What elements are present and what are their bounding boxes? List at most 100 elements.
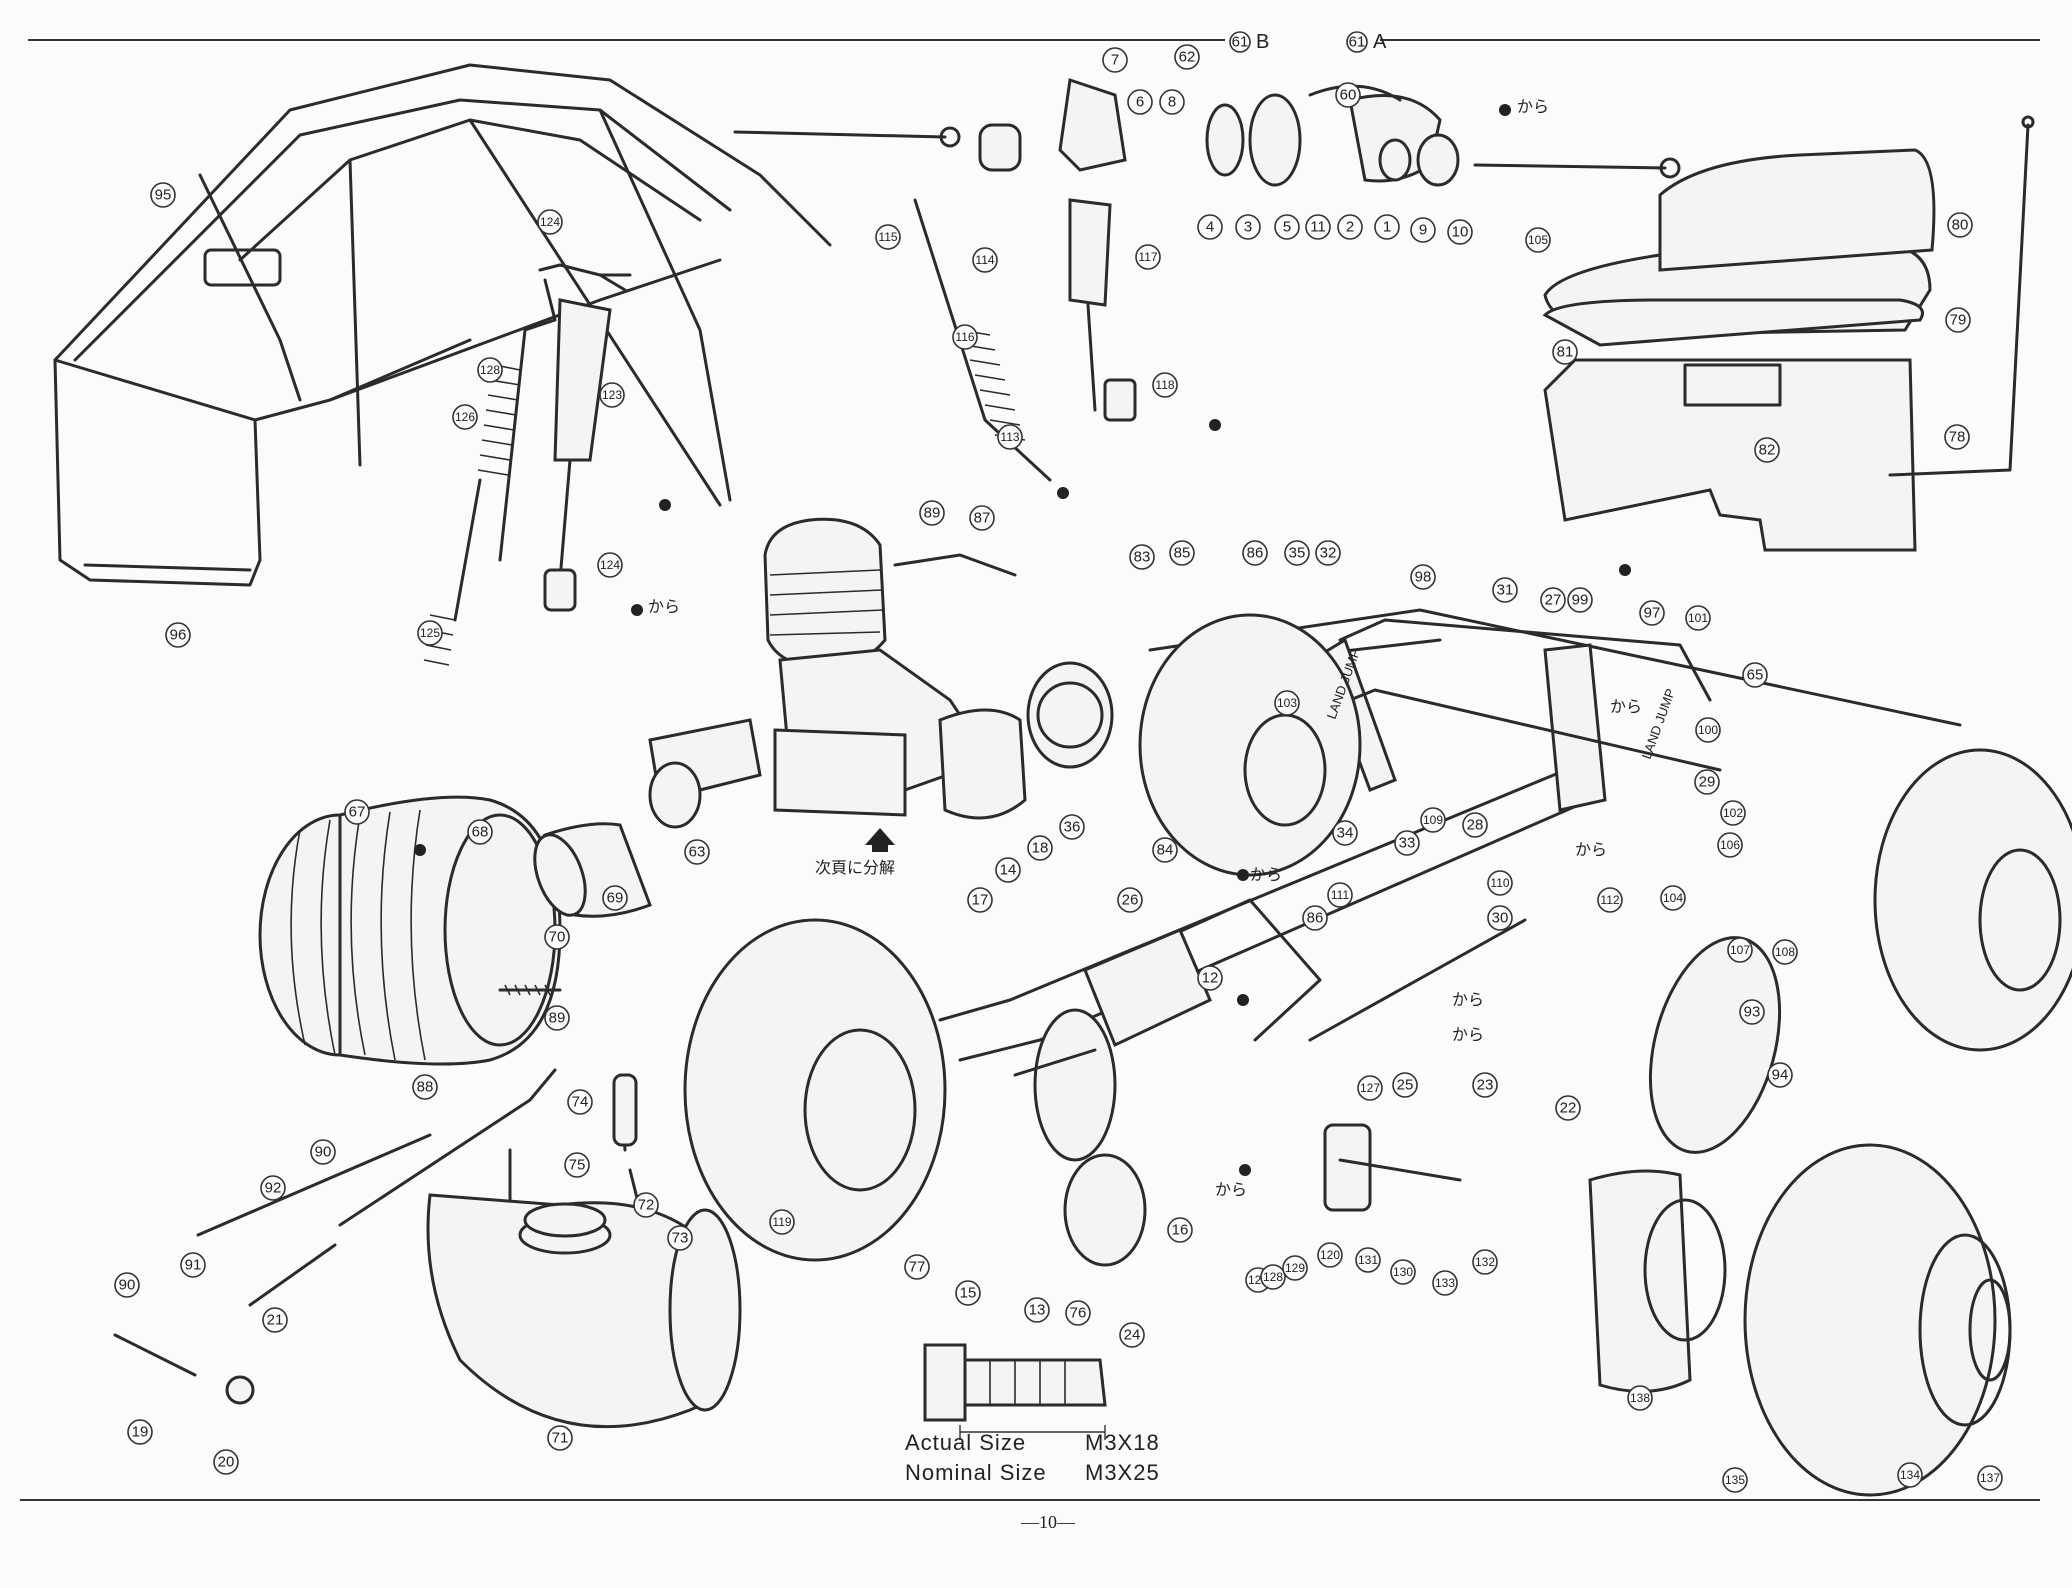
callout-number: 120: [1320, 1248, 1340, 1262]
callout-25: 25: [1392, 1072, 1418, 1098]
callout-130: 130: [1390, 1259, 1416, 1285]
callout-90b: 90: [114, 1272, 140, 1298]
callout-27: 27: [1540, 587, 1566, 613]
callout-circle: [1447, 219, 1473, 245]
callout-circle: [567, 1089, 593, 1115]
callout-number: 6: [1136, 94, 1144, 111]
callout-22: 22: [1555, 1095, 1581, 1121]
callout-circle: [1332, 820, 1358, 846]
callout-circle: [1274, 690, 1300, 716]
callout-number: 93: [1744, 1004, 1761, 1021]
callout-114: 114: [972, 247, 998, 273]
callout-number: 130: [1393, 1265, 1413, 1279]
callout-71: 71: [547, 1425, 573, 1451]
callout-108: 108: [1772, 939, 1798, 965]
callout-9: 9: [1410, 217, 1436, 243]
from-note-a: から: [1517, 99, 1549, 116]
callout-circle: [1065, 1300, 1091, 1326]
callout-93: 93: [1739, 999, 1765, 1025]
page-number: —10—: [1021, 1512, 1075, 1532]
callout-circle: [1127, 89, 1153, 115]
callout-circle: [1727, 937, 1753, 963]
callout-circle: [180, 1252, 206, 1278]
fuel-tank: [426, 1073, 742, 1429]
callout-circle: [260, 1175, 286, 1201]
callout-number: 114: [975, 253, 994, 267]
callout-131: 131: [1355, 1247, 1381, 1273]
callout-number: 85: [1174, 545, 1191, 562]
callout-circle: [1462, 812, 1488, 838]
callout-number: 78: [1949, 429, 1966, 446]
svg-text:B: B: [1256, 31, 1269, 53]
callout-number: 138: [1630, 1391, 1650, 1405]
callout-number: 137: [1980, 1471, 2000, 1485]
callout-number: 23: [1477, 1077, 1494, 1094]
callout-103: 103: [1274, 690, 1300, 716]
callout-number: 28: [1467, 817, 1484, 834]
callout-123: 123: [599, 382, 625, 408]
air-filter: [258, 795, 562, 1066]
callout-number: 21: [267, 1312, 284, 1329]
callout-circle: [633, 1192, 659, 1218]
callout-number: 2: [1346, 219, 1354, 236]
callout-32: 32: [1315, 540, 1341, 566]
callout-circle: [1410, 217, 1436, 243]
callout-circle: [1767, 1062, 1793, 1088]
callout-circle: [667, 1225, 693, 1251]
callout-number: 14: [1000, 862, 1017, 879]
callout-number: 26: [1122, 892, 1139, 909]
callout-circle: [1660, 885, 1686, 911]
callout-number: 102: [1723, 806, 1743, 820]
callout-circle: [564, 1152, 590, 1178]
callout-79: 79: [1945, 307, 1971, 333]
callout-number: 133: [1435, 1276, 1455, 1290]
marker-a: 61 A: [1346, 31, 1387, 53]
callout-10: 10: [1447, 219, 1473, 245]
callout-circle: [344, 799, 370, 825]
callout-number: 103: [1277, 696, 1297, 710]
callout-circle: [952, 324, 978, 350]
callout-circle: [1567, 587, 1593, 613]
callout-circle: [1315, 540, 1341, 566]
from-note-b: から: [1215, 1182, 1247, 1199]
callout-number: 13: [1029, 1302, 1046, 1319]
callout-circle: [769, 1209, 795, 1235]
callout-19: 19: [127, 1419, 153, 1445]
callout-number: 99: [1572, 592, 1589, 609]
callout-85: 85: [1169, 540, 1195, 566]
callout-circle: [1627, 1385, 1653, 1411]
callout-number: 116: [955, 330, 974, 344]
callout-number: 70: [549, 929, 566, 946]
callout-circle: [1355, 1247, 1381, 1273]
callout-number: 135: [1725, 1473, 1745, 1487]
body-shell: [1542, 148, 1936, 552]
callout-91: 91: [180, 1252, 206, 1278]
callout-number: 129: [1285, 1261, 1305, 1275]
callout-circle: [1945, 307, 1971, 333]
callout-number: 76: [1070, 1305, 1087, 1322]
callout-number: 86: [1307, 910, 1324, 927]
callout-circle: [114, 1272, 140, 1298]
callout-number: 127: [1360, 1081, 1380, 1095]
callout-113: 113: [997, 424, 1023, 450]
callout-circle: [477, 357, 503, 383]
callout-96: 96: [165, 622, 191, 648]
from-note-h: から: [1610, 699, 1642, 716]
antenna-rod: [1888, 115, 2035, 477]
callout-73: 73: [667, 1225, 693, 1251]
callout-circle: [1977, 1465, 2003, 1491]
front-shock: [913, 198, 1137, 482]
callout-number: 90: [119, 1277, 136, 1294]
callout-circle: [1357, 1075, 1383, 1101]
rear-gearbox: [1013, 1008, 1462, 1267]
callout-65: 65: [1742, 662, 1768, 688]
callout-95: 95: [150, 182, 176, 208]
callout-number: 63: [689, 844, 706, 861]
callout-number: 92: [265, 1180, 282, 1197]
callout-8: 8: [1159, 89, 1185, 115]
callout-circle: [1720, 800, 1746, 826]
callout-62: 62: [1174, 44, 1200, 70]
callout-118: 118: [1152, 372, 1178, 398]
callout-number: 124: [600, 558, 620, 572]
callout-35: 35: [1284, 540, 1310, 566]
